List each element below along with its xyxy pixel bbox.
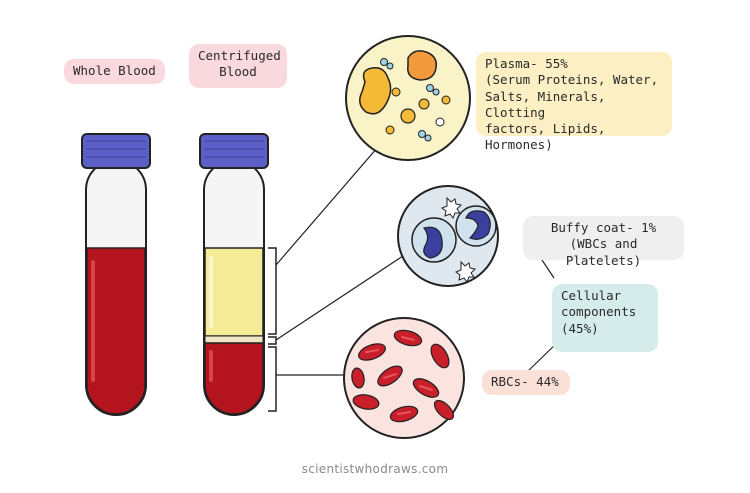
connector-lines [275,139,561,376]
rbcs-label: RBCs- 44% [482,370,570,395]
plasma-layer [204,247,264,337]
wbc-zoom-circle [397,185,499,287]
centrifuged-blood-label: Centrifuged Blood [189,44,287,88]
credit-text: scientistwhodraws.com [301,462,449,476]
buffy-coat-layer [204,335,264,344]
layer-brackets [268,247,277,412]
centrifuged-blood-tube [199,133,269,416]
whole-blood-label: Whole Blood [64,59,165,84]
cellular-components-label: Cellular components (45%) [552,284,658,352]
plasma-zoom-circle [345,35,471,161]
rbc-layer [204,342,264,415]
rbc-zoom-circle [343,317,465,439]
buffy-coat-label: Buffy coat- 1% (WBCs and Platelets) [523,216,684,268]
plasma-label: Plasma- 55% (Serum Proteins, Water, Salt… [476,52,672,152]
whole-blood-tube [81,133,151,416]
